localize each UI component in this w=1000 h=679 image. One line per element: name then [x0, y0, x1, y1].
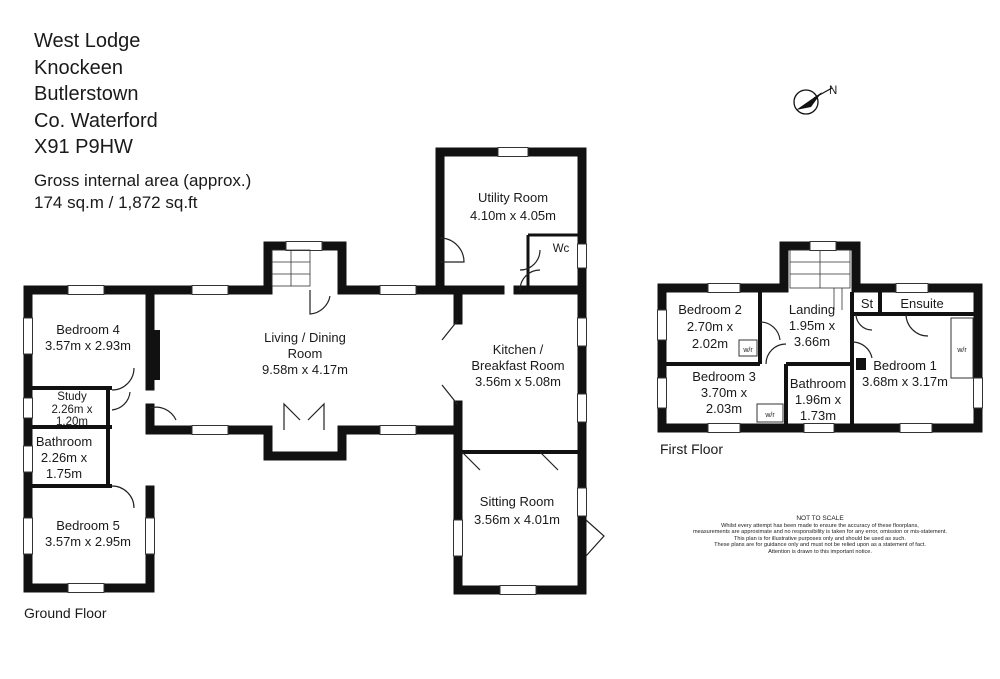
room-dims: 3.66m: [794, 334, 830, 349]
disclaimer-line: This plan is for illustrative purposes o…: [734, 535, 906, 542]
room-dims: 3.57m x 2.95m: [45, 534, 131, 549]
area-value: 174 sq.m / 1,872 sq.ft: [34, 193, 198, 212]
room-dims: 1.96m x: [795, 392, 842, 407]
room-name: Sitting Room: [480, 494, 554, 509]
room-name: Kitchen /: [493, 342, 544, 357]
floor-label: Ground Floor: [24, 605, 107, 621]
room-name: St: [861, 296, 874, 311]
address-line: Knockeen: [34, 56, 123, 79]
room-dims: 2.26m x: [52, 404, 93, 416]
room-dims: 2.26m x: [41, 450, 88, 465]
floor-label: First Floor: [660, 441, 723, 457]
room-name: Ensuite: [900, 296, 943, 311]
address-line: West Lodge: [34, 30, 141, 52]
disclaimer-line: These plans are for guidance only and mu…: [714, 542, 926, 549]
compass-icon: N: [793, 85, 837, 115]
room-dims: 4.10m x 4.05m: [470, 208, 556, 223]
room-dims: 3.68m x 3.17m: [862, 374, 948, 389]
disclaimer-line: Whilst every attempt has been made to en…: [721, 522, 919, 529]
room-name: Landing: [789, 302, 835, 317]
ground-floor-plan: Utility Room 4.10m x 4.05m Wc Living / D…: [23, 147, 605, 621]
room-name: Bedroom 3: [692, 369, 756, 384]
disclaimer-line: measurements are approximate and no resp…: [692, 529, 947, 536]
room-dims: 3.56m x 5.08m: [475, 374, 561, 389]
room-dims: 3.56m x 4.01m: [474, 512, 560, 527]
room-name: Bedroom 5: [56, 518, 120, 533]
gross-area: Gross internal area (approx.) 174 sq.m /…: [34, 170, 251, 214]
disclaimer-notice: NOT TO SCALE Whilst every attempt has be…: [690, 515, 950, 556]
room-dims: 1.95m x: [789, 318, 836, 333]
room-dims: 2.03m: [706, 401, 742, 416]
room-name: Wc: [553, 243, 570, 255]
first-floor-plan: Bedroom 2 2.70m x 2.02m w/r Landing 1.95…: [657, 241, 983, 457]
wardrobe-label: w/r: [956, 347, 967, 354]
room-dims: 2.70m x: [687, 319, 734, 334]
room-name: Living / Dining: [264, 330, 346, 345]
room-name: Bedroom 4: [56, 322, 120, 337]
wardrobe-label: w/r: [742, 347, 753, 354]
room-dims: 1.73m: [800, 408, 836, 423]
room-name: Bedroom 1: [873, 358, 937, 373]
wardrobe-label: w/r: [764, 412, 775, 419]
room-name: Breakfast Room: [471, 358, 564, 373]
room-dims: 1.20m: [56, 416, 88, 428]
disclaimer-line: Attention is drawn to this important not…: [768, 548, 872, 555]
room-dims: 2.02m: [692, 336, 728, 351]
room-name: Room: [288, 346, 323, 361]
address-line: X91 P9HW: [34, 136, 133, 158]
room-dims: 3.70m x: [701, 385, 748, 400]
area-label: Gross internal area (approx.): [34, 171, 252, 190]
disclaimer-title: NOT TO SCALE: [796, 515, 844, 522]
compass-north-letter: N: [829, 85, 837, 97]
address-line: Butlerstown: [34, 83, 139, 105]
room-name: Bathroom: [790, 376, 846, 391]
address-line: Co. Waterford: [34, 109, 158, 132]
room-name: Utility Room: [478, 190, 548, 205]
room-dims: 3.57m x 2.93m: [45, 338, 131, 353]
room-name: Bedroom 2: [678, 302, 742, 317]
room-name: Study: [57, 391, 87, 403]
property-address: West Lodge Knockeen Butlerstown Co. Wate…: [34, 28, 158, 161]
room-dims: 9.58m x 4.17m: [262, 362, 348, 377]
room-name: Bathroom: [36, 434, 92, 449]
room-dims: 1.75m: [46, 466, 82, 481]
